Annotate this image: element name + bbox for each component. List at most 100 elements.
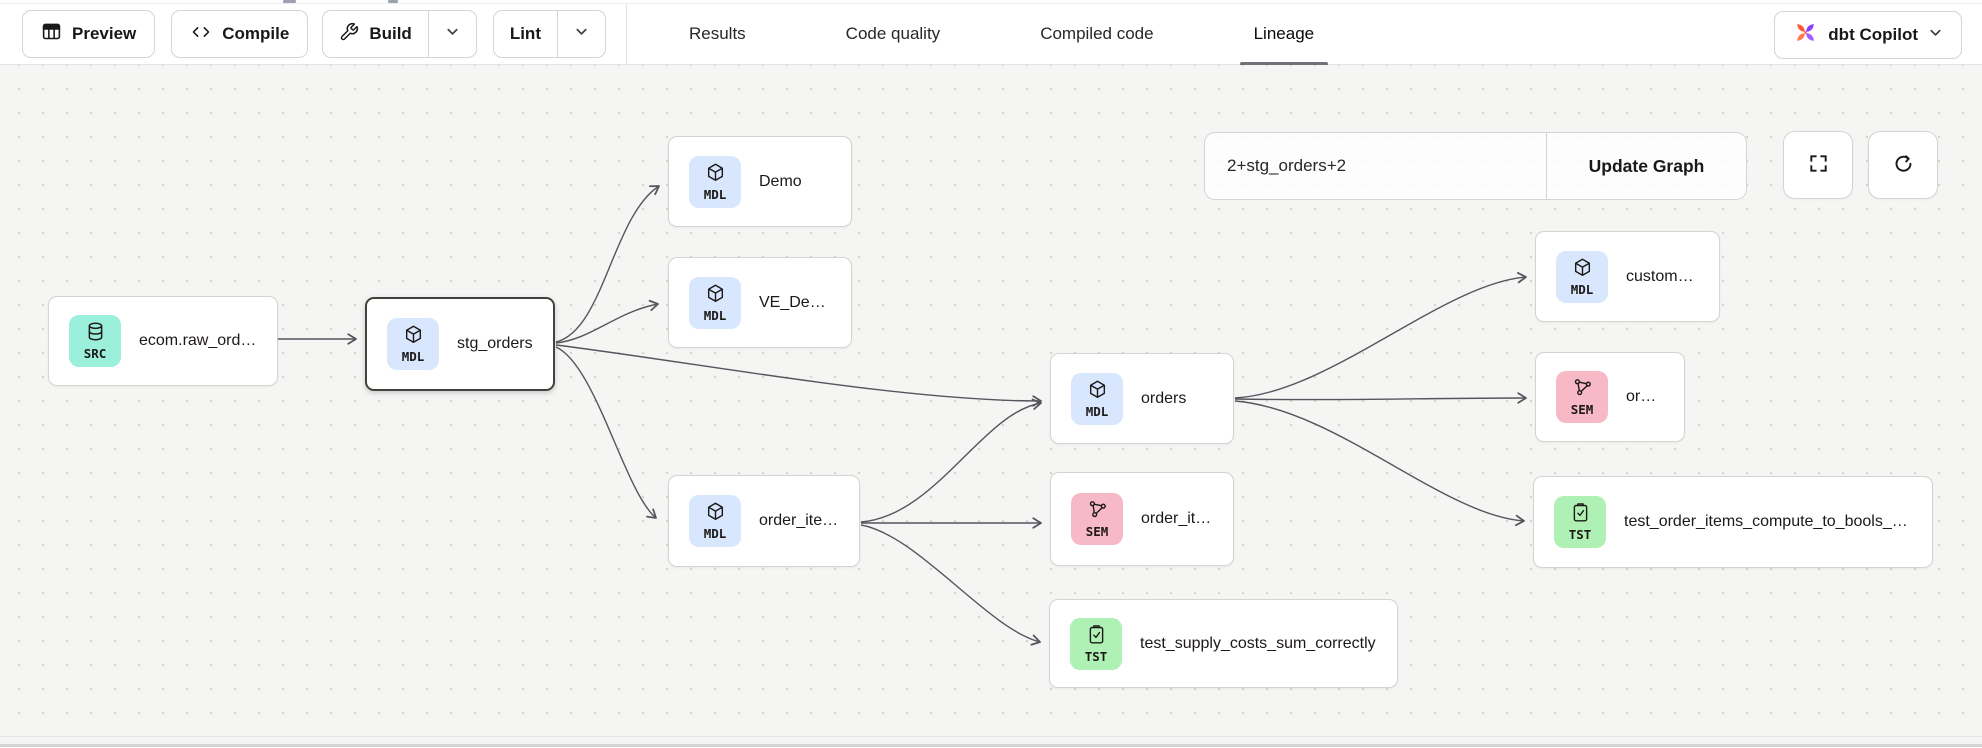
node-label: order_item — [1141, 510, 1213, 527]
lineage-node-src_raw_orders[interactable]: SRC ecom.raw_orders — [48, 296, 278, 386]
dbt-copilot-label: dbt Copilot — [1828, 25, 1918, 44]
dbt-copilot-icon — [1793, 20, 1818, 50]
node-label: test_supply_costs_sum_correctly — [1140, 634, 1376, 652]
toolbar-divider — [625, 4, 627, 64]
preview-label: Preview — [72, 24, 137, 43]
badge-type-label: TST — [1084, 648, 1108, 664]
badge-type-label: MDL — [703, 307, 727, 323]
table-icon — [41, 21, 62, 47]
model-icon — [1572, 257, 1593, 283]
model-badge: MDL — [689, 276, 741, 329]
compile-button[interactable]: Compile — [171, 10, 309, 58]
editor-toolbar: Preview Compile Build Lint — [0, 4, 1982, 65]
lineage-edge-orders_mdl-to-customers — [1234, 272, 1527, 399]
node-label: customers — [1626, 267, 1699, 285]
badge-type-label: TST — [1568, 527, 1592, 543]
badge-type-label: SEM — [1570, 402, 1594, 418]
model-badge: MDL — [1071, 372, 1123, 425]
model-icon — [705, 283, 726, 309]
semantic-model-icon — [1087, 499, 1108, 525]
tab-results[interactable]: Results — [688, 24, 746, 43]
lineage-edge-order_items-to-orders_mdl — [860, 398, 1042, 523]
build-button-group: Build — [322, 10, 477, 58]
lineage-node-order_item_sem[interactable]: SEM order_item — [1050, 472, 1234, 566]
lineage-node-orders_mdl[interactable]: MDL orders — [1050, 353, 1234, 444]
result-tabs: Results Code quality Compiled code Lineage — [627, 4, 1329, 65]
model-badge: MDL — [387, 318, 439, 370]
node-label: orders — [1141, 389, 1187, 407]
semantic-model-badge: SEM — [1556, 371, 1608, 423]
semantic-model-icon — [1572, 377, 1593, 403]
test-icon — [1570, 502, 1591, 528]
dbt-copilot-button[interactable]: dbt Copilot — [1774, 11, 1962, 59]
lint-dropdown-button[interactable] — [556, 11, 605, 57]
lineage-node-stg_orders[interactable]: MDL stg_orders — [365, 297, 555, 391]
tab-remnant — [388, 0, 398, 3]
build-dropdown-button[interactable] — [427, 11, 476, 57]
lineage-selector-group: Update Graph — [1204, 132, 1747, 200]
lineage-node-tst_order_items[interactable]: TST test_order_items_compute_to_bools_c..… — [1533, 476, 1933, 568]
lineage-selector-input[interactable] — [1205, 133, 1546, 199]
model-badge: MDL — [689, 495, 741, 547]
model-icon — [403, 324, 424, 350]
semantic-model-badge: SEM — [1071, 493, 1123, 545]
build-button[interactable]: Build — [323, 11, 428, 57]
badge-type-label: SRC — [83, 346, 107, 362]
lineage-node-tst_supply[interactable]: TST test_supply_costs_sum_correctly — [1049, 599, 1398, 688]
lineage-edge-orders_mdl-to-tst_order_items — [1234, 400, 1525, 527]
lineage-edges — [278, 185, 1527, 646]
lineage-edge-stg_orders-to-orders_mdl — [555, 344, 1042, 407]
compile-label: Compile — [222, 24, 290, 43]
fullscreen-icon — [1807, 152, 1830, 178]
lineage-node-ve_demo[interactable]: MDL VE_Demo — [668, 257, 852, 348]
lineage-edge-stg_orders-to-order_items — [555, 346, 657, 519]
lineage-edge-orders_mdl-to-orders_sem — [1234, 392, 1527, 404]
code-icon — [190, 22, 212, 47]
copilot-container: dbt Copilot — [1774, 11, 1962, 59]
chevron-down-icon — [1928, 25, 1943, 45]
model-badge: MDL — [1556, 250, 1608, 303]
source-badge: SRC — [69, 315, 121, 367]
lineage-edge-order_items-to-tst_supply — [860, 524, 1041, 646]
badge-type-label: MDL — [1085, 403, 1109, 419]
lineage-node-customers[interactable]: MDL customers — [1535, 231, 1720, 322]
chevron-down-icon — [574, 24, 589, 44]
refresh-button[interactable] — [1868, 131, 1938, 199]
node-label: VE_Demo — [759, 293, 831, 311]
model-badge: MDL — [689, 155, 741, 208]
lineage-edge-stg_orders-to-ve_demo — [555, 299, 659, 344]
lineage-node-order_items[interactable]: MDL order_items — [668, 475, 860, 567]
lint-label: Lint — [509, 24, 541, 43]
lint-button-group: Lint — [492, 10, 606, 58]
tab-remnant — [283, 0, 296, 3]
chevron-down-icon — [445, 24, 460, 44]
window-top-strip — [0, 0, 1982, 4]
refresh-icon — [1892, 152, 1915, 178]
tab-compiled-code[interactable]: Compiled code — [1040, 24, 1154, 43]
node-label: ecom.raw_orders — [139, 332, 257, 349]
test-badge: TST — [1070, 617, 1122, 670]
update-graph-button[interactable]: Update Graph — [1546, 133, 1746, 199]
test-badge: TST — [1554, 496, 1606, 548]
node-label: order_items — [759, 512, 839, 529]
badge-type-label: MDL — [703, 186, 727, 202]
node-label: test_order_items_compute_to_bools_c... — [1624, 513, 1912, 530]
lineage-edge-stg_orders-to-demo — [555, 185, 660, 343]
badge-type-label: MDL — [703, 526, 727, 542]
lineage-node-orders_sem[interactable]: SEM orders — [1535, 352, 1685, 442]
badge-type-label: MDL — [401, 349, 425, 365]
model-icon — [705, 501, 726, 527]
lint-button[interactable]: Lint — [494, 11, 557, 57]
node-label: stg_orders — [457, 335, 533, 352]
preview-button[interactable]: Preview — [22, 10, 156, 58]
tab-code-quality[interactable]: Code quality — [845, 24, 941, 43]
fullscreen-button[interactable] — [1783, 131, 1853, 199]
model-icon — [705, 162, 726, 188]
node-label: orders — [1626, 388, 1664, 405]
tab-lineage[interactable]: Lineage — [1239, 4, 1329, 65]
build-label: Build — [369, 24, 412, 43]
badge-type-label: MDL — [1570, 281, 1594, 297]
bottom-edge-bar — [0, 736, 1982, 747]
